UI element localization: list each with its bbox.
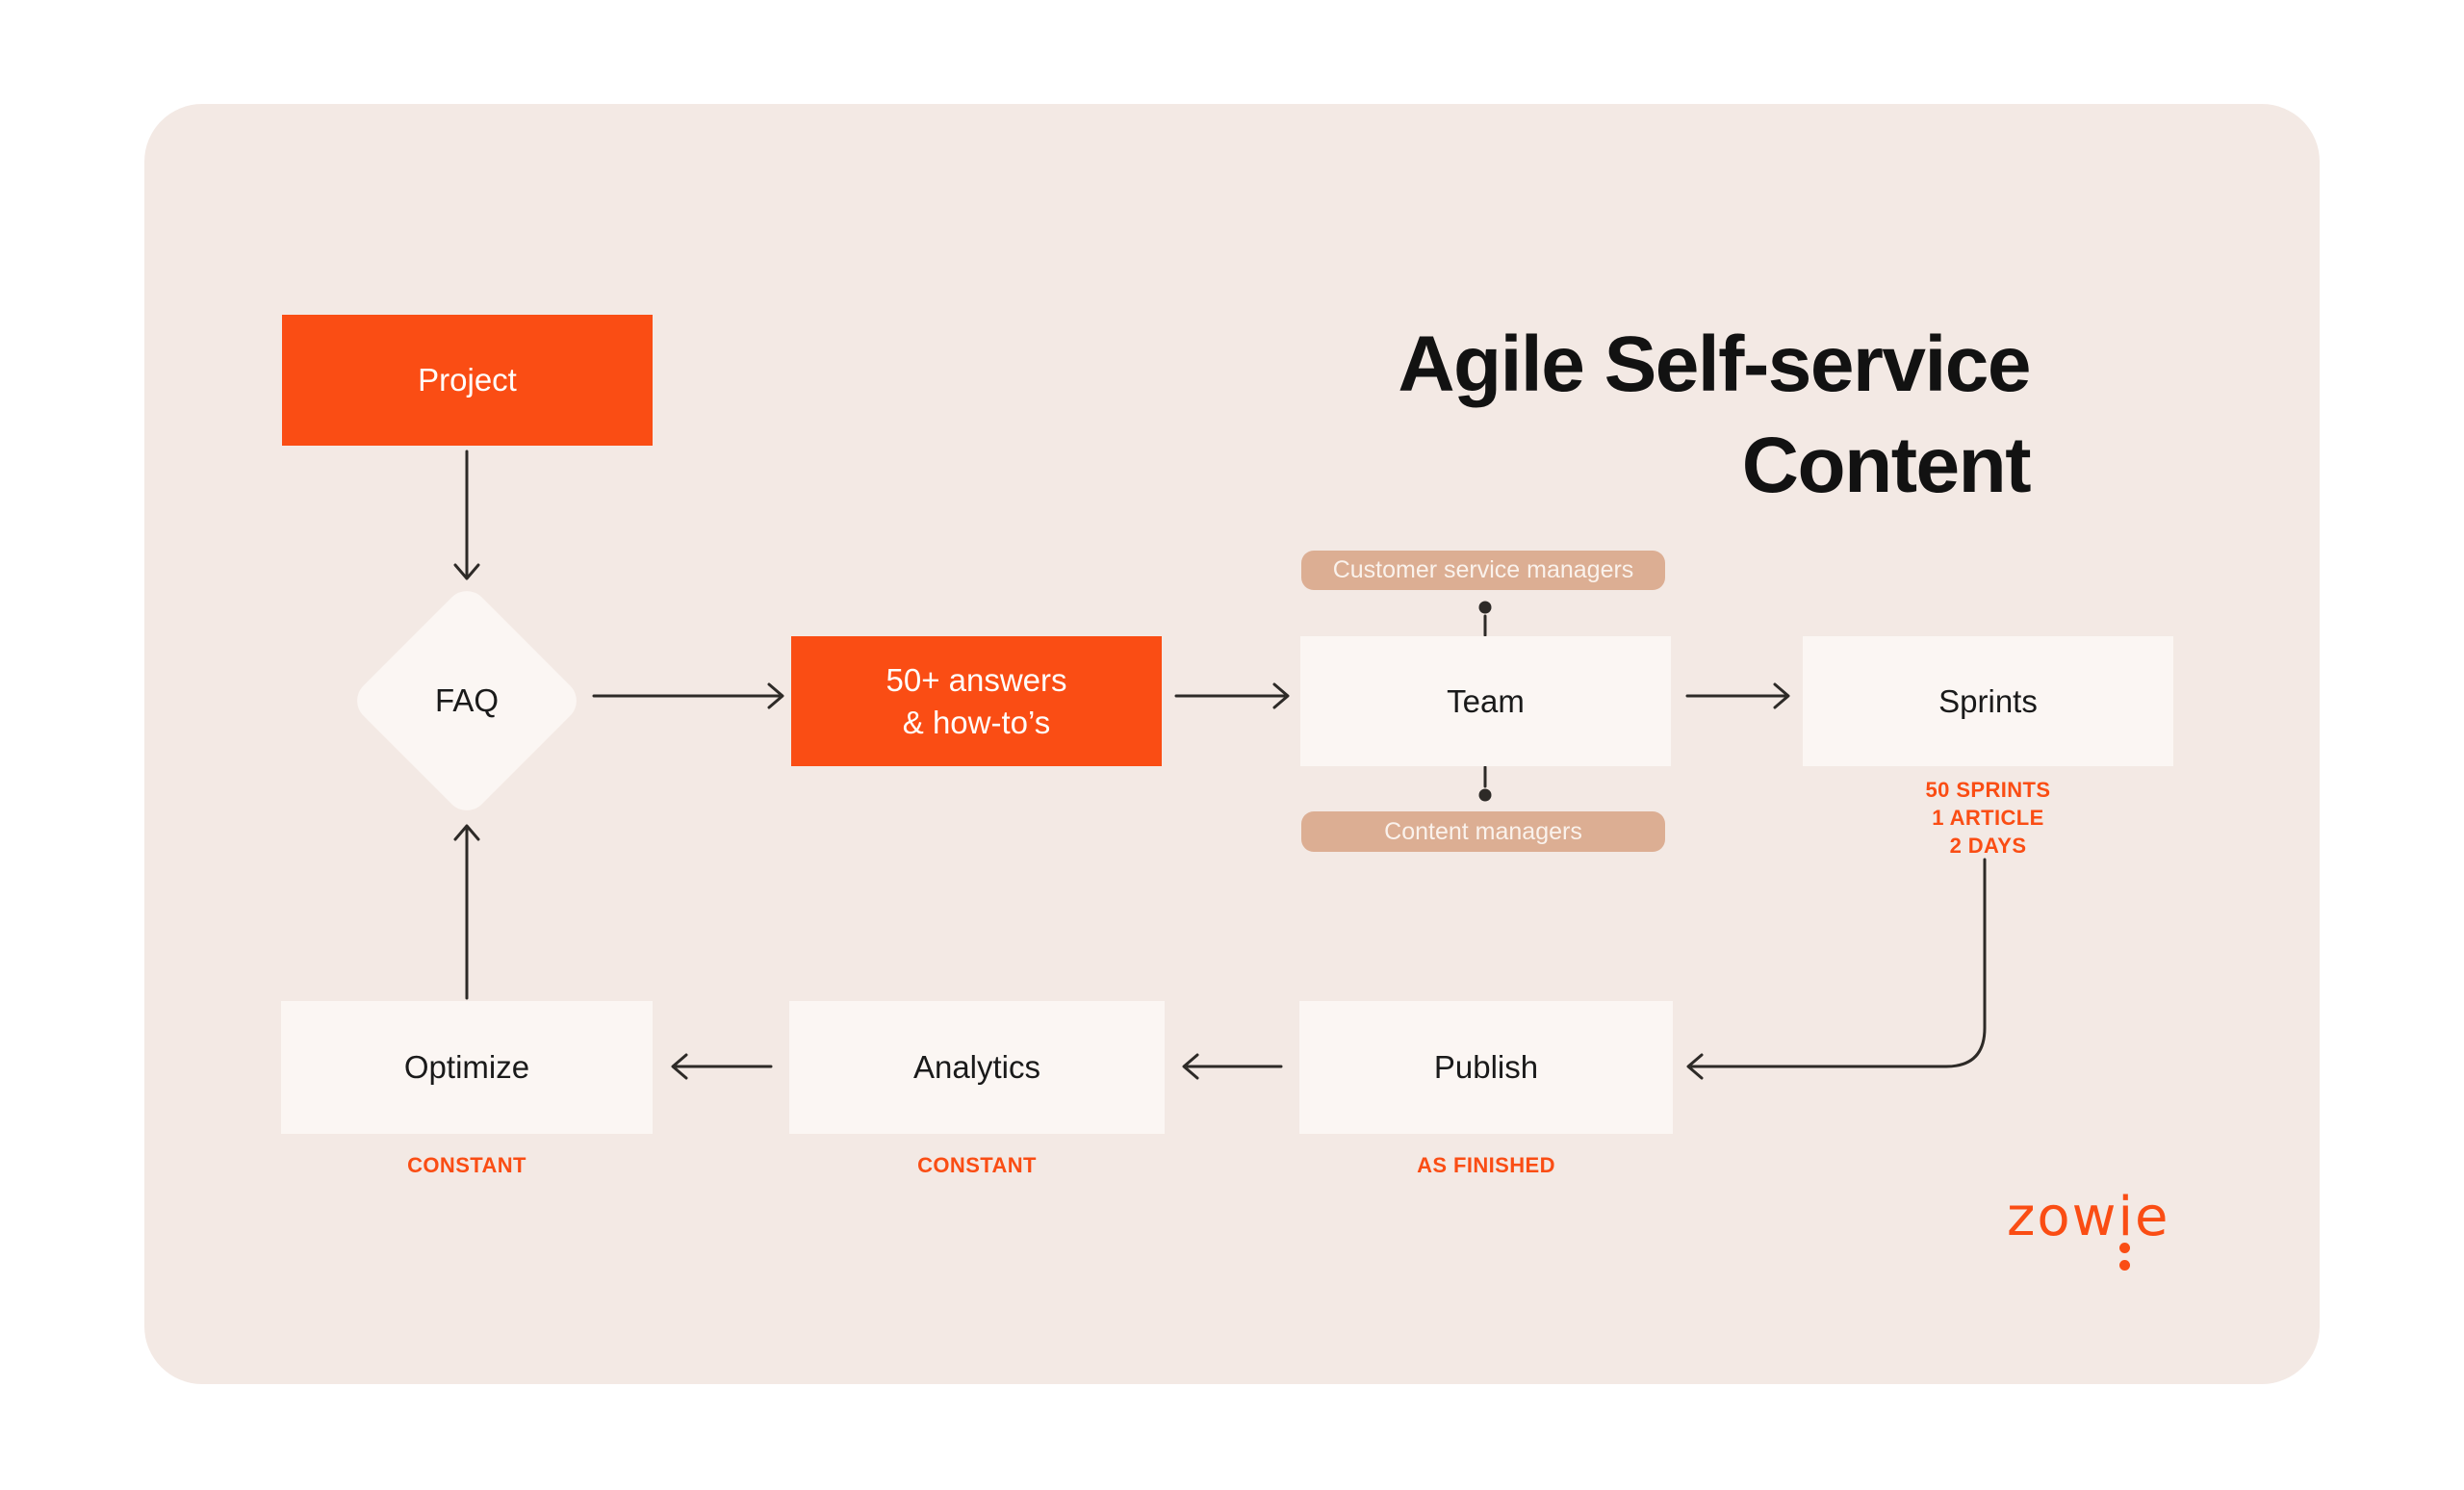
node-publish: Publish xyxy=(1299,1001,1673,1134)
node-team-label: Team xyxy=(1447,682,1525,719)
node-optimize: Optimize xyxy=(281,1001,653,1134)
node-analytics: Analytics xyxy=(789,1001,1165,1134)
badge-content-managers: Content managers xyxy=(1301,811,1665,852)
note-sprints-cadence: 50 SPRINTS 1 ARTICLE 2 DAYS xyxy=(1925,778,2051,858)
page-title: Agile Self-service Content xyxy=(1398,321,2031,509)
node-project: Project xyxy=(282,315,653,446)
note-analytics-frequency: CONSTANT xyxy=(917,1153,1037,1177)
node-sprints-label: Sprints xyxy=(1938,682,2038,719)
zowie-logo: zowie xyxy=(2007,1191,2169,1271)
zowie-logo-dot-icon xyxy=(2119,1243,2130,1253)
node-optimize-label: Optimize xyxy=(403,1049,530,1085)
zowie-logo-dot-icon xyxy=(2119,1260,2130,1271)
node-analytics-label: Analytics xyxy=(912,1049,1041,1085)
node-faq: FAQ xyxy=(347,581,586,820)
node-answers: 50+ answers & how-to’s xyxy=(791,636,1162,766)
node-sprints: Sprints xyxy=(1803,636,2173,766)
node-publish-label: Publish xyxy=(1433,1049,1539,1085)
badge-customer-service-managers: Customer service managers xyxy=(1301,551,1665,590)
node-team: Team xyxy=(1300,636,1671,766)
zowie-logo-text: zowie xyxy=(2007,1186,2170,1248)
note-publish-frequency: AS FINISHED xyxy=(1417,1153,1555,1177)
node-project-label: Project xyxy=(418,362,517,398)
node-faq-label: FAQ xyxy=(434,682,500,718)
note-optimize-frequency: CONSTANT xyxy=(407,1153,526,1177)
